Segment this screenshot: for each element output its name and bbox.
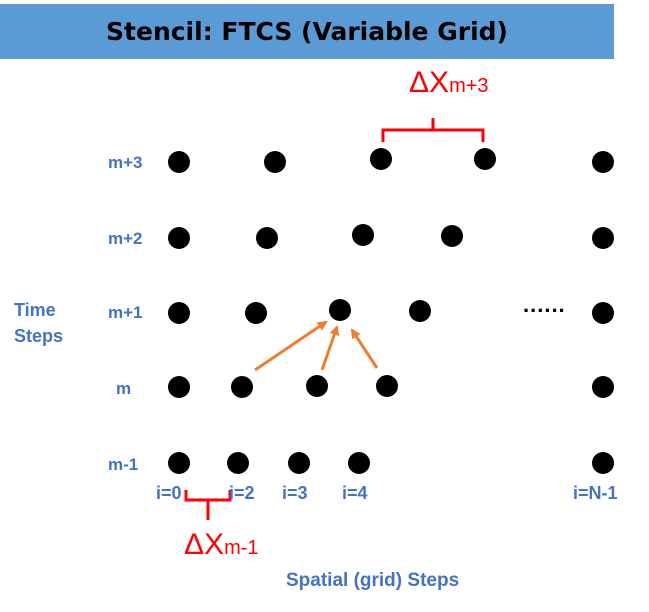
grid-node xyxy=(592,302,614,324)
y-axis-label: Time Steps xyxy=(14,297,63,349)
arrow-center xyxy=(320,325,340,371)
grid-node xyxy=(329,299,351,321)
grid-node xyxy=(474,148,496,170)
row-label-m-plus-1: m+1 xyxy=(108,303,143,322)
grid-node xyxy=(231,376,253,398)
title-bar: Stencil: FTCS (Variable Grid) xyxy=(0,4,614,59)
y-axis-label-line-2: Steps xyxy=(14,326,64,346)
grid-node xyxy=(592,452,614,474)
grid-node xyxy=(592,151,614,173)
index-label-iN-1: i=N-1 xyxy=(573,483,618,503)
grid-node xyxy=(306,375,328,397)
arrow-right xyxy=(350,328,379,369)
row-label-m-minus-1: m-1 xyxy=(108,455,139,474)
y-axis-label-line-1: Time xyxy=(14,300,56,320)
delta-x-bottom-symbol: ΔX xyxy=(184,528,225,561)
delta-x-top-label: ΔXm+3 xyxy=(409,66,489,100)
delta-x-bottom-subscript: m-1 xyxy=(224,537,259,559)
grid-node xyxy=(409,300,431,322)
row-label-m-plus-3: m+3 xyxy=(108,153,143,172)
grid-node xyxy=(288,452,310,474)
grid-node xyxy=(348,452,370,474)
grid-node xyxy=(227,452,249,474)
grid-node xyxy=(352,224,374,246)
stencil-arrows xyxy=(254,320,379,372)
bracket-top xyxy=(381,118,485,142)
grid-node xyxy=(592,376,614,398)
grid-node xyxy=(168,302,190,324)
arrow-left xyxy=(254,320,328,372)
grid-node xyxy=(168,227,190,249)
index-label-i2: i=2 xyxy=(229,483,255,503)
grid-node xyxy=(376,375,398,397)
row-m-nodes xyxy=(168,375,614,398)
row-m-minus-1-nodes xyxy=(168,452,614,474)
row-label-m-plus-2: m+2 xyxy=(108,229,143,248)
ellipsis: ...... xyxy=(523,292,566,317)
index-label-i0: i=0 xyxy=(156,483,182,503)
grid-node xyxy=(264,151,286,173)
delta-x-top-symbol: ΔX xyxy=(409,66,450,99)
grid-node xyxy=(256,227,278,249)
diagram-title: Stencil: FTCS (Variable Grid) xyxy=(106,17,508,46)
grid-node xyxy=(168,151,190,173)
row-m-plus-2-nodes xyxy=(168,224,614,249)
x-axis-label: Spatial (grid) Steps xyxy=(286,570,460,591)
delta-x-bottom-label: ΔXm-1 xyxy=(184,528,259,562)
row-label-m: m xyxy=(116,379,132,398)
grid-node xyxy=(441,225,463,247)
grid-node xyxy=(245,302,267,324)
bracket-bottom xyxy=(184,490,232,520)
grid-node xyxy=(168,376,190,398)
grid-node xyxy=(592,227,614,249)
grid-node xyxy=(370,148,392,170)
grid-node xyxy=(168,452,190,474)
index-label-i3: i=3 xyxy=(282,483,308,503)
row-m-plus-3-nodes xyxy=(168,148,614,173)
row-m-plus-1-nodes xyxy=(168,299,614,324)
delta-x-top-subscript: m+3 xyxy=(449,75,489,97)
index-label-i4: i=4 xyxy=(342,483,368,503)
